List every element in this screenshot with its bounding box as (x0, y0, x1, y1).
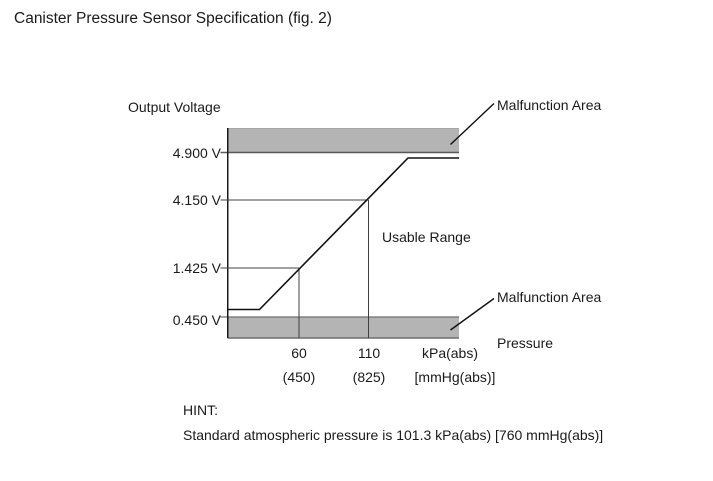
leader-line-bottom (450, 297, 495, 331)
malfunction-band-bottom (227, 317, 459, 338)
malfunction-band-top (227, 128, 459, 153)
sensor-output-line (227, 157, 459, 311)
x-tick-450mmhg: (450) (282, 369, 316, 385)
x-tick-110kpa: 110 (357, 345, 381, 361)
x-unit-kpa: kPa(abs) (421, 345, 479, 361)
x-tick-825mmhg: (825) (352, 369, 386, 385)
hint-heading: HINT: (183, 402, 218, 418)
y-tick-4150: 4.150 V (172, 192, 221, 208)
figure-title: Canister Pressure Sensor Specification (… (14, 10, 332, 27)
usable-range-label: Usable Range (382, 229, 471, 245)
x-axis-label: Pressure (497, 335, 554, 351)
malfunction-area-label-top: Malfunction Area (497, 97, 602, 113)
y-axis-label: Output Voltage (128, 99, 221, 115)
leader-line-top (450, 102, 495, 146)
hint-text: Standard atmospheric pressure is 101.3 k… (183, 427, 604, 443)
y-tick-0450: 0.450 V (172, 312, 221, 328)
x-tick-60kpa: 60 (291, 345, 307, 361)
y-tick-1425: 1.425 V (172, 260, 221, 276)
malfunction-area-label-bottom: Malfunction Area (497, 289, 602, 305)
x-unit-mmhg: [mmHg(abs)] (414, 369, 496, 385)
y-tick-4900: 4.900 V (172, 145, 221, 161)
